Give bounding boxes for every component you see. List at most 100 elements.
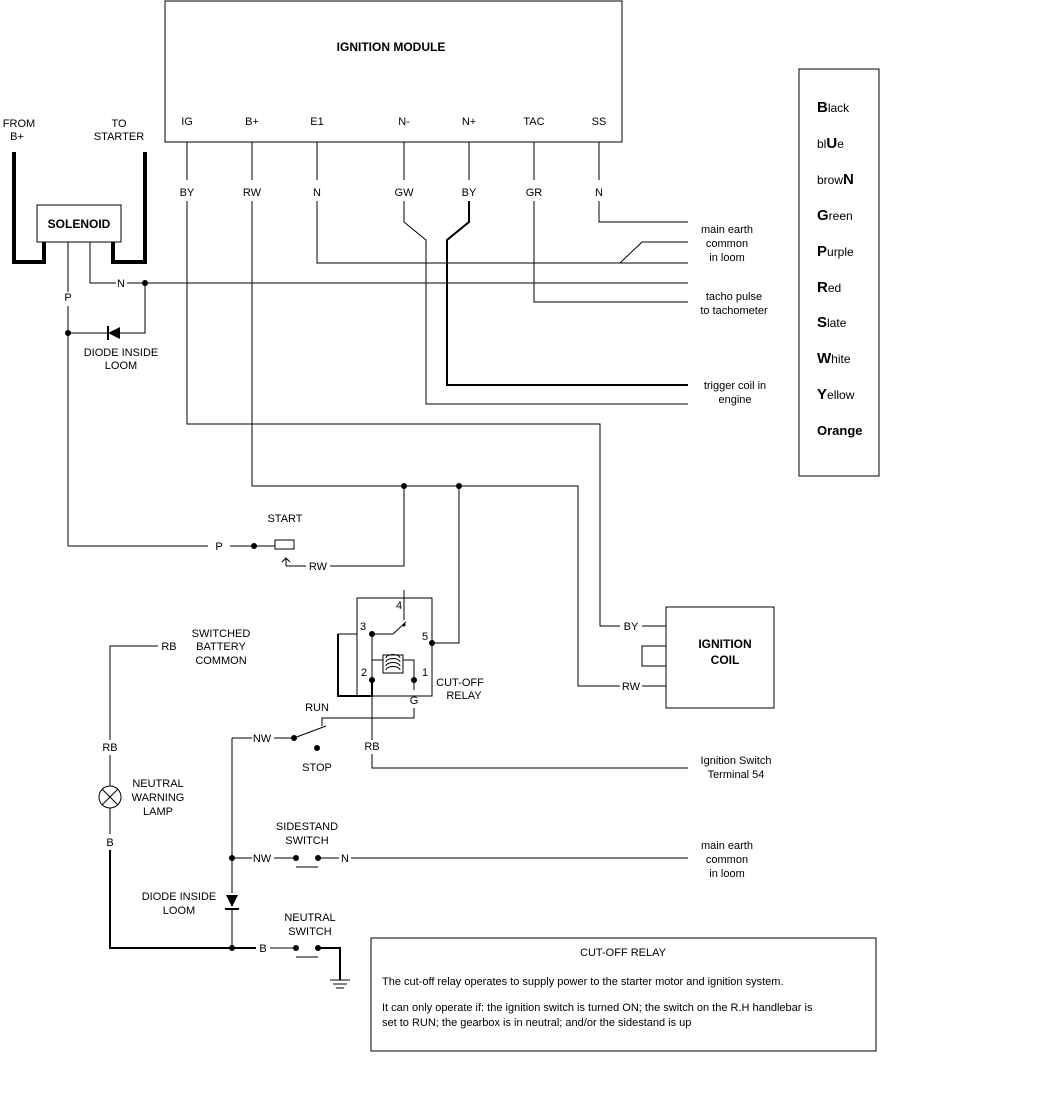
legend-green: Green xyxy=(817,207,853,224)
legend-slate: Slate xyxy=(817,314,847,331)
diode-top-label-2: LOOM xyxy=(105,360,137,372)
run-stop-wire-nw: NW xyxy=(253,733,272,745)
legend-black: Black xyxy=(817,99,850,116)
ignition-coil: IGNITION COIL BY RW xyxy=(620,606,775,709)
solenoid-wire-n: N xyxy=(117,278,125,290)
legend-red: Red xyxy=(817,279,841,296)
stop-label: STOP xyxy=(302,762,332,774)
coil-label-2: COIL xyxy=(711,653,740,667)
switched-label-1: SWITCHED xyxy=(192,628,251,640)
relay-label-2: RELAY xyxy=(446,690,482,702)
pin-tac: TAC xyxy=(523,116,544,128)
legend-yellow: Yellow xyxy=(817,386,855,403)
pin-e1: E1 xyxy=(310,116,323,128)
ss-earth-wire xyxy=(598,201,688,223)
sidestand-switch: NW N SIDESTAND SWITCH main earth common … xyxy=(229,738,753,893)
trigger-label-2: engine xyxy=(718,394,751,406)
ignsw-label-1: Ignition Switch xyxy=(701,755,772,767)
legend-purple: Purple xyxy=(817,243,854,260)
neutral-switch: DIODE INSIDE LOOM B NEUTRAL SWITCH xyxy=(142,891,350,989)
pin-nplus: N+ xyxy=(462,116,476,128)
tac-wire xyxy=(533,201,688,303)
ignition-module: IGNITION MODULE IG B+ E1 N- N+ TAC SS xyxy=(164,0,623,143)
run-label: RUN xyxy=(305,702,329,714)
lamp-label-3: LAMP xyxy=(143,806,173,818)
note-paragraph-2b: set to RUN; the gearbox is in neutral; a… xyxy=(382,1017,691,1029)
pin-ss: SS xyxy=(592,116,607,128)
to-label-1: TO xyxy=(111,118,127,130)
solenoid-wire-p: P xyxy=(64,292,71,304)
wire-label-n-ss: N xyxy=(595,187,603,199)
relay-pin-3: 3 xyxy=(360,621,366,633)
coil-wire-rw: RW xyxy=(622,681,641,693)
wire-label-by-nplus: BY xyxy=(462,187,477,199)
neutral-wire-b: B xyxy=(259,943,266,955)
relay-pin-2: 2 xyxy=(361,667,367,679)
coil-wire-by: BY xyxy=(624,621,639,633)
start-wire-p: P xyxy=(215,541,222,553)
wire-label-by-ig: BY xyxy=(180,187,195,199)
legend-blue: blUe xyxy=(817,135,844,152)
neutral-label-2: SWITCH xyxy=(288,926,331,938)
wire-label-rw-bplus: RW xyxy=(243,187,262,199)
tacho-label-1: tacho pulse xyxy=(706,291,762,303)
lamp-label-2: WARNING xyxy=(132,792,185,804)
relay-pin-5: 5 xyxy=(422,631,428,643)
note-paragraph-2a: It can only operate if: the ignition swi… xyxy=(382,1002,813,1014)
to-label-2: STARTER xyxy=(94,131,144,143)
pin-nminus: N- xyxy=(398,116,410,128)
solenoid: FROM B+ TO STARTER SOLENOID P N DIODE IN… xyxy=(3,118,688,546)
relay-pin-4: 4 xyxy=(396,600,402,612)
e1-earth-wire xyxy=(316,201,688,264)
from-label-2: B+ xyxy=(10,131,24,143)
cutoff-relay-note: CUT-OFF RELAY The cut-off relay operates… xyxy=(370,937,877,1052)
lamp-wire-rb: RB xyxy=(102,742,117,754)
lamp-wire-b: B xyxy=(106,837,113,849)
run-stop-wire-rb: RB xyxy=(364,741,379,753)
from-label-1: FROM xyxy=(3,118,35,130)
note-paragraph-1: The cut-off relay operates to supply pow… xyxy=(382,976,784,988)
coil-label-1: IGNITION xyxy=(698,637,751,651)
start-switch: P START RW xyxy=(68,486,405,573)
switched-battery: SWITCHED BATTERY COMMON RB RB NEUTRAL WA… xyxy=(98,628,251,949)
diode-bottom-label-2: LOOM xyxy=(163,905,195,917)
tacho-label-2: to tachometer xyxy=(700,305,768,317)
earth2-label-2: common xyxy=(706,854,748,866)
relay-pin-1: 1 xyxy=(422,667,428,679)
sidestand-label-1: SIDESTAND xyxy=(276,821,338,833)
lamp-label-1: NEUTRAL xyxy=(132,778,183,790)
right-labels: main earth common in loom tacho pulse to… xyxy=(700,224,768,406)
earth-label-3: in loom xyxy=(709,252,744,264)
earth2-label-1: main earth xyxy=(701,840,753,852)
wire-label-gr: GR xyxy=(526,187,543,199)
note-title: CUT-OFF RELAY xyxy=(580,947,667,959)
start-label: START xyxy=(267,513,302,525)
switched-label-2: BATTERY xyxy=(196,641,246,653)
earth-label-2: common xyxy=(706,238,748,250)
trigger-wires xyxy=(403,201,688,405)
run-stop-switch: RUN STOP NW RB Ignition Switch Terminal … xyxy=(232,696,771,781)
pin-ig: IG xyxy=(181,116,193,128)
diode-top-label-1: DIODE INSIDE xyxy=(84,347,159,359)
module-leads: BY RW N GW BY GR N xyxy=(180,142,603,199)
diode-bottom-label-1: DIODE INSIDE xyxy=(142,891,217,903)
ignsw-label-2: Terminal 54 xyxy=(708,769,765,781)
earth2-label-3: in loom xyxy=(709,868,744,880)
color-legend: Black blUe browN Green Purple Red Slate … xyxy=(798,68,880,477)
start-wire-rw: RW xyxy=(309,561,328,573)
cutoff-relay: 3 4 5 2 1 G CUT-OFF RELAY xyxy=(337,486,484,707)
legend-orange: Orange xyxy=(817,423,863,438)
switched-wire-rb: RB xyxy=(161,641,176,653)
ig-wire xyxy=(186,201,640,627)
relay-wire-g: G xyxy=(410,695,419,707)
sidestand-wire-nw: NW xyxy=(253,853,272,865)
relay-label-1: CUT-OFF xyxy=(436,677,484,689)
legend-white: White xyxy=(817,350,851,367)
wire-label-n-e1: N xyxy=(313,187,321,199)
solenoid-label: SOLENOID xyxy=(48,217,111,231)
ignition-module-title: IGNITION MODULE xyxy=(337,40,446,54)
pin-bplus: B+ xyxy=(245,116,259,128)
legend-brown: browN xyxy=(817,171,854,188)
earth-label-1: main earth xyxy=(701,224,753,236)
